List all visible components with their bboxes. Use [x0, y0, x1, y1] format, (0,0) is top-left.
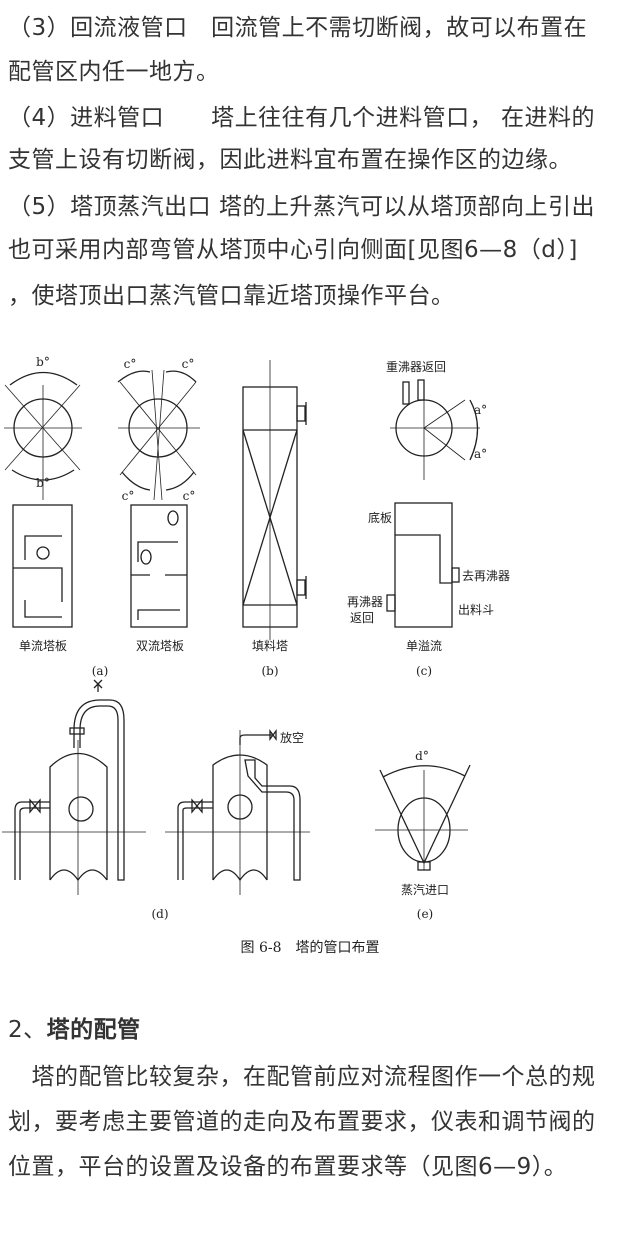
subfigure-c-label: (c) — [416, 664, 432, 678]
angle-d-label: d° — [415, 749, 429, 763]
single-flow-tray-label: 单流塔板 — [19, 639, 67, 653]
reboiler-label: 再沸器 — [347, 595, 383, 609]
text-line: （4）进料管口 塔上往往有几个进料管口， 在进料的 — [8, 105, 595, 131]
return-label: 返回 — [350, 611, 374, 625]
single-overflow-diagram — [386, 379, 480, 628]
subfigure-b-label: (b) — [261, 664, 278, 678]
double-flow-tray-label: 双流塔板 — [136, 639, 184, 653]
angle-b-top-label: b° — [36, 355, 50, 369]
section-heading: 2、塔的配管 — [8, 1015, 141, 1045]
text-line: 配管区内任一地方。 — [8, 59, 220, 85]
section-number: 2、 — [8, 1017, 47, 1043]
outlet-hopper-label: 出料斗 — [458, 603, 494, 617]
steam-inlet-diagram — [375, 764, 471, 871]
angle-a-label: a° — [474, 447, 487, 461]
section-title: 塔的配管 — [46, 1017, 141, 1043]
text-line: 支管上设有切断阀，因此进料宜布置在操作区的边缘。 — [8, 147, 572, 173]
subfigure-e-label: (e) — [417, 907, 433, 921]
text-line: 位置，平台的设置及设备的布置要求等（见图6—9）。 — [8, 1154, 568, 1180]
text-line: 塔的配管比较复杂，在配管前应对流程图作一个总的规 — [8, 1064, 596, 1090]
tower-nozzle-layout-figure: b° b° c° c° c° c° a° a° 单流塔板 双流塔板 填料塔 重沸… — [2, 355, 510, 956]
angle-c-label: c° — [182, 357, 195, 371]
double-flow-tray-diagram — [117, 369, 200, 628]
steam-inlet-label: 蒸汽进口 — [401, 882, 449, 897]
vent-label: 放空 — [280, 730, 304, 745]
text-line: ，使塔顶出口蒸汽管口靠近塔顶操作平台。 — [8, 283, 455, 309]
angle-b-bottom-label: b° — [36, 476, 50, 490]
to-reboiler-label: 去再沸器 — [462, 569, 510, 583]
subfigure-a-label: (a) — [92, 664, 109, 678]
overhead-vapor-outlet-diagram — [2, 679, 310, 895]
single-overflow-label: 单溢流 — [406, 639, 442, 653]
angle-a-label: a° — [474, 403, 487, 417]
single-flow-tray-diagram — [4, 372, 82, 628]
packed-tower-diagram — [242, 360, 307, 640]
text-line: 也可采用内部弯管从塔顶中心引向侧面[见图6—8（d）] — [8, 237, 578, 263]
text-line: 划，要考虑主要管道的走向及布置要求，仪表和调节阀的 — [8, 1109, 596, 1135]
packed-tower-label: 填料塔 — [252, 639, 288, 653]
bottom-plate-label: 底板 — [368, 510, 392, 525]
angle-c-label: c° — [122, 489, 135, 503]
text-line: （5）塔顶蒸汽出口 塔的上升蒸汽可以从塔顶部向上引出 — [8, 194, 595, 220]
figure-caption: 图 6-8 塔的管口布置 — [241, 940, 380, 956]
reboiler-return-label: 重沸器返回 — [386, 360, 446, 374]
angle-c-label: c° — [183, 489, 196, 503]
angle-c-label: c° — [124, 357, 137, 371]
text-line: （3）回流液管口 回流管上不需切断阀，故可以布置在 — [8, 15, 588, 41]
subfigure-d-label: (d) — [151, 907, 168, 921]
